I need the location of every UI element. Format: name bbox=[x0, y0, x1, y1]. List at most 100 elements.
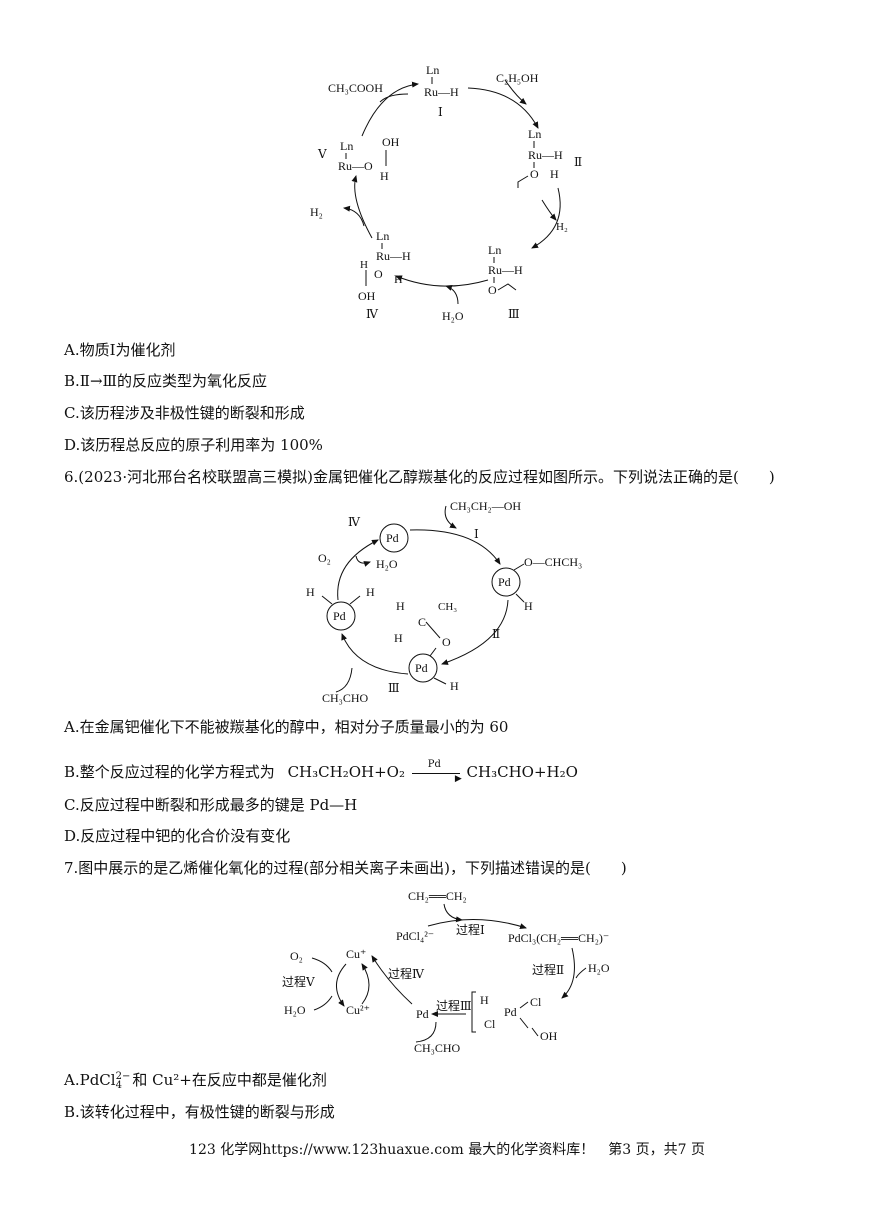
species-III: Ln Ru—H O Ⅲ bbox=[488, 243, 523, 321]
q6-equation-arrow: Pd ▶ bbox=[410, 759, 462, 784]
svg-text:CH₃: CH₃ bbox=[438, 601, 457, 613]
h2-right-label: H₂ bbox=[556, 221, 568, 233]
arrow-h2-right bbox=[541, 199, 557, 221]
q6-equation-right: CH₃CHO+H₂O bbox=[466, 763, 578, 781]
q5-option-c[interactable]: C.该历程涉及非极性键的断裂和形成 bbox=[64, 404, 305, 422]
svg-text:O: O bbox=[530, 167, 539, 181]
arrow-water-in bbox=[445, 285, 459, 305]
acetaldehyde-out-label: CH₃CHO bbox=[414, 1041, 461, 1055]
pd-cycle-diagram: Pd Pd Pd Pd CH₃CH₂—OH Ⅰ Ⅳ O₂ H₂O Ⅱ Ⅲ CH₃… bbox=[306, 499, 582, 705]
water-in-label: H₂O bbox=[588, 961, 610, 975]
arrow-I-II bbox=[467, 87, 539, 129]
step1-label: 过程Ⅰ bbox=[456, 922, 485, 937]
svg-text:Ⅱ: Ⅱ bbox=[574, 155, 582, 169]
svg-text:Ln: Ln bbox=[376, 229, 389, 243]
pd-H2: Pd bbox=[333, 609, 346, 623]
water-out-label: H₂O bbox=[284, 1003, 306, 1017]
water-label: H₂O bbox=[442, 309, 464, 323]
ru-cycle-diagram: CH₃COOH C₂H₅OH H₂ H₂ H₂O Ln Ru—H Ⅰ Ln Ru… bbox=[310, 63, 582, 323]
svg-text:Ln: Ln bbox=[488, 243, 501, 257]
step2-label: 过程Ⅱ bbox=[532, 962, 564, 977]
svg-text:H: H bbox=[394, 272, 403, 286]
step4-label: 过程Ⅳ bbox=[388, 966, 425, 981]
svg-text:Ⅰ: Ⅰ bbox=[438, 105, 443, 119]
q6-option-b-prefix: B.整个反应过程的化学方程式为 bbox=[64, 763, 275, 781]
pdcl3-label: PdCl₃(CH₂══CH₂)⁻ bbox=[508, 931, 609, 945]
svg-text:H: H bbox=[396, 599, 405, 613]
page-footer: 123 化学网https://www.123huaxue.com 最大的化学资料… bbox=[189, 1142, 705, 1158]
step5-label: 过程Ⅴ bbox=[282, 974, 315, 989]
svg-text:Pd: Pd bbox=[504, 1005, 517, 1019]
pd-label: Pd bbox=[416, 1007, 429, 1021]
svg-text:Ru—H: Ru—H bbox=[424, 85, 459, 99]
svg-text:H: H bbox=[306, 585, 315, 599]
step-IV-label: Ⅳ bbox=[348, 515, 361, 529]
ethylene-oxidation-diagram: CH₂══CH₂ PdCl₄²⁻ 过程Ⅰ PdCl₃(CH₂══CH₂)⁻ 过程… bbox=[282, 889, 610, 1055]
svg-text:Cl: Cl bbox=[484, 1017, 496, 1031]
svg-text:H: H bbox=[366, 585, 375, 599]
q6-equation-left: CH₃CH₂OH+O₂ bbox=[287, 763, 405, 781]
species-IV: Ln Ru—H H O H OH Ⅳ bbox=[358, 229, 411, 321]
arrow-h2-left bbox=[343, 205, 365, 227]
step-III-label: Ⅲ bbox=[388, 681, 400, 695]
svg-text:Ru—H: Ru—H bbox=[488, 263, 523, 277]
q6-option-a[interactable]: A.在金属钯催化下不能被羰基化的醇中，相对分子质量最小的为 60 bbox=[64, 718, 509, 736]
step-II-label: Ⅱ bbox=[492, 627, 500, 641]
svg-text:Ln: Ln bbox=[340, 139, 353, 153]
svg-text:Ln: Ln bbox=[426, 63, 439, 77]
q5-option-b[interactable]: B.Ⅱ→Ⅲ的反应类型为氧化反应 bbox=[64, 372, 268, 390]
cu-plus-label: Cu⁺ bbox=[346, 947, 366, 961]
species-II: Ln Ru—H O H Ⅱ bbox=[517, 127, 582, 188]
svg-text:O: O bbox=[442, 635, 451, 649]
step-I-label: Ⅰ bbox=[474, 527, 479, 541]
svg-text:Ln: Ln bbox=[528, 127, 541, 141]
svg-text:H: H bbox=[380, 169, 389, 183]
svg-text:Ⅳ: Ⅳ bbox=[366, 307, 379, 321]
o2-label: O₂ bbox=[318, 551, 331, 565]
svg-text:H: H bbox=[394, 631, 403, 645]
svg-text:O: O bbox=[488, 283, 497, 297]
q7-option-b[interactable]: B.该转化过程中，有极性键的断裂与形成 bbox=[64, 1103, 335, 1121]
species-V: Ⅴ Ln Ru—O OH H bbox=[317, 135, 400, 183]
arrow-II-III bbox=[531, 187, 561, 249]
arrow-III-IV bbox=[395, 275, 489, 287]
q6-equation-catalyst: Pd bbox=[427, 759, 441, 770]
svg-text:OH: OH bbox=[382, 135, 400, 149]
step3-label: 过程Ⅲ bbox=[436, 998, 472, 1013]
acetic-acid-label: CH₃COOH bbox=[328, 81, 383, 95]
ethylene-label: CH₂══CH₂ bbox=[408, 889, 467, 903]
q6-option-d[interactable]: D.反应过程中钯的化合价没有变化 bbox=[64, 827, 291, 845]
o-chch3-label: O—CHCH₃ bbox=[524, 555, 582, 569]
o2-in-label: O₂ bbox=[290, 949, 303, 963]
species-I: Ln Ru—H Ⅰ bbox=[424, 63, 459, 119]
svg-text:H: H bbox=[524, 599, 533, 613]
acetaldehyde-label: CH₃CHO bbox=[322, 691, 369, 705]
q6-option-c[interactable]: C.反应过程中断裂和形成最多的键是 Pd—H bbox=[64, 796, 358, 814]
svg-text:H: H bbox=[360, 259, 368, 271]
svg-text:Ru—H: Ru—H bbox=[376, 249, 411, 263]
arrow-ethanol-in bbox=[504, 79, 527, 105]
svg-text:O: O bbox=[374, 267, 383, 281]
svg-text:H: H bbox=[550, 167, 559, 181]
arrow-acetic-out bbox=[379, 93, 409, 103]
svg-text:Ru—H: Ru—H bbox=[528, 148, 563, 162]
pd-IV: Pd bbox=[386, 531, 399, 545]
arrow-V-I bbox=[361, 81, 419, 137]
ethanol-label: C₂H₅OH bbox=[496, 71, 539, 85]
q6-stem: 6.(2023·河北邢台名校联盟高三模拟)金属钯催化乙醇羰基化的反应过程如图所示… bbox=[64, 468, 775, 486]
arrow-IV-V bbox=[351, 175, 373, 239]
q5-option-d[interactable]: D.该历程总反应的原子利用率为 100% bbox=[64, 436, 323, 454]
ethanol-in-label: CH₃CH₂—OH bbox=[450, 499, 521, 513]
svg-text:Cl: Cl bbox=[530, 995, 542, 1009]
h2-left-label: H₂ bbox=[310, 205, 323, 219]
pd-III: Pd bbox=[415, 661, 428, 675]
cu-2plus-label: Cu²⁺ bbox=[346, 1003, 370, 1017]
h2o-label: H₂O bbox=[376, 557, 398, 571]
svg-text:Ⅲ: Ⅲ bbox=[508, 307, 520, 321]
svg-text:Ru—O: Ru—O bbox=[338, 159, 373, 173]
q6-option-b[interactable]: B.整个反应过程的化学方程式为 CH₃CH₂OH+O₂ Pd ▶ CH₃CHO+… bbox=[64, 759, 578, 784]
q7-stem: 7.图中展示的是乙烯催化氧化的过程(部分相关离子未画出)，下列描述错误的是( ) bbox=[64, 859, 627, 877]
q5-option-a[interactable]: A.物质Ⅰ为催化剂 bbox=[64, 341, 176, 359]
pd-I: Pd bbox=[498, 575, 511, 589]
